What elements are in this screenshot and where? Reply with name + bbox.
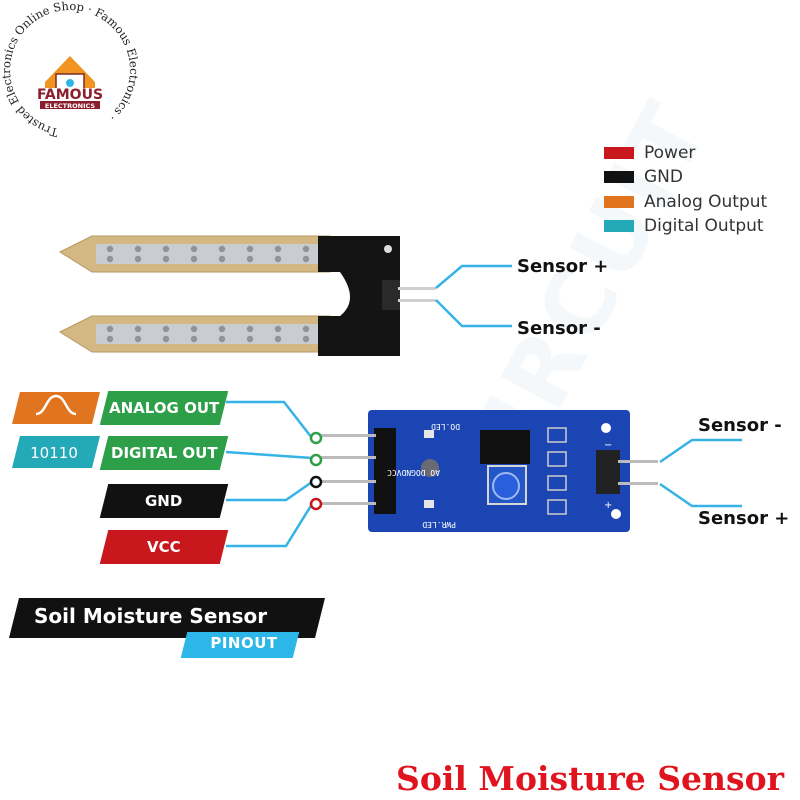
probe-pad bbox=[246, 255, 254, 263]
diagram-subtitle: PINOUT bbox=[210, 634, 278, 652]
probe-sensor-minus-label: Sensor - bbox=[517, 318, 601, 339]
board-led-top-silk: DO.LED bbox=[431, 422, 460, 431]
probe-pad bbox=[106, 325, 114, 333]
digital-icon-box: 10110 bbox=[12, 436, 100, 468]
probe-pad bbox=[274, 335, 282, 343]
logo-brand: FAMOUS bbox=[37, 87, 103, 103]
footer-title: Soil Moisture Sensor bbox=[396, 759, 784, 798]
legend-swatch bbox=[604, 171, 634, 183]
probe-pad bbox=[246, 245, 254, 253]
probe-pad bbox=[190, 335, 198, 343]
soil-probe bbox=[58, 235, 436, 356]
pin-label-digital-out: DIGITAL OUT bbox=[99, 436, 229, 470]
probe-sensor-plus-label: Sensor + bbox=[517, 256, 609, 277]
svg-text:+: + bbox=[604, 500, 612, 511]
analog-icon-box bbox=[12, 392, 100, 424]
probe-pad bbox=[274, 245, 282, 253]
legend-label: GND bbox=[644, 167, 683, 187]
probe-pad bbox=[302, 325, 310, 333]
probe-pad bbox=[190, 245, 198, 253]
probe-pad bbox=[302, 255, 310, 263]
probe-pad bbox=[218, 255, 226, 263]
probe-pad bbox=[190, 325, 198, 333]
legend-swatch bbox=[604, 196, 634, 208]
logo-seal: Trusted Electronics Online Shop · Famous… bbox=[0, 0, 141, 140]
probe-pad bbox=[134, 255, 142, 263]
legend-item-digital-output: Digital Output bbox=[604, 216, 764, 236]
probe-pad bbox=[246, 325, 254, 333]
probe-pad bbox=[218, 335, 226, 343]
legend-swatch bbox=[604, 220, 634, 232]
sensor-module: − + AO DOGNDVCC DO.LED PWR.LED bbox=[320, 410, 658, 532]
pin-label-analog-out: ANALOG OUT bbox=[99, 391, 229, 425]
logo-brand-sub: ELECTRONICS bbox=[45, 102, 96, 110]
module-sensor-minus-label: Sensor - bbox=[698, 415, 782, 436]
legend-item-power: Power bbox=[604, 143, 695, 163]
legend-item-analog-output: Analog Output bbox=[604, 192, 767, 212]
svg-text:−: − bbox=[604, 440, 612, 451]
probe-pad bbox=[106, 245, 114, 253]
probe-pad bbox=[246, 335, 254, 343]
legend-item-gnd: GND bbox=[604, 167, 683, 187]
pin-label-vcc: VCC bbox=[99, 530, 229, 564]
probe-pad bbox=[274, 255, 282, 263]
probe-pad bbox=[134, 335, 142, 343]
probe-pad bbox=[162, 255, 170, 263]
binary-icon: 10110 bbox=[30, 444, 78, 462]
board-pin-silk: AO DOGNDVCC bbox=[387, 468, 440, 477]
board-led-bottom-silk: PWR.LED bbox=[422, 520, 456, 529]
probe-pad bbox=[190, 255, 198, 263]
legend-label: Digital Output bbox=[644, 216, 764, 236]
legend-label: Analog Output bbox=[644, 192, 768, 212]
diagram-title: Soil Moisture Sensor bbox=[34, 604, 268, 628]
legend-swatch bbox=[604, 147, 634, 159]
probe-pad bbox=[162, 325, 170, 333]
pin-label-gnd: GND bbox=[99, 484, 229, 518]
probe-pad bbox=[162, 335, 170, 343]
probe-pad bbox=[302, 335, 310, 343]
probe-pad bbox=[218, 245, 226, 253]
legend-label: Power bbox=[644, 143, 696, 163]
probe-pad bbox=[106, 335, 114, 343]
probe-pad bbox=[134, 245, 142, 253]
probe-pad bbox=[274, 325, 282, 333]
probe-pad bbox=[162, 245, 170, 253]
probe-pad bbox=[302, 245, 310, 253]
probe-pad bbox=[106, 255, 114, 263]
probe-pad bbox=[134, 325, 142, 333]
sine-wave-icon bbox=[35, 394, 77, 416]
probe-pad bbox=[218, 325, 226, 333]
module-sensor-plus-label: Sensor + bbox=[698, 508, 790, 529]
